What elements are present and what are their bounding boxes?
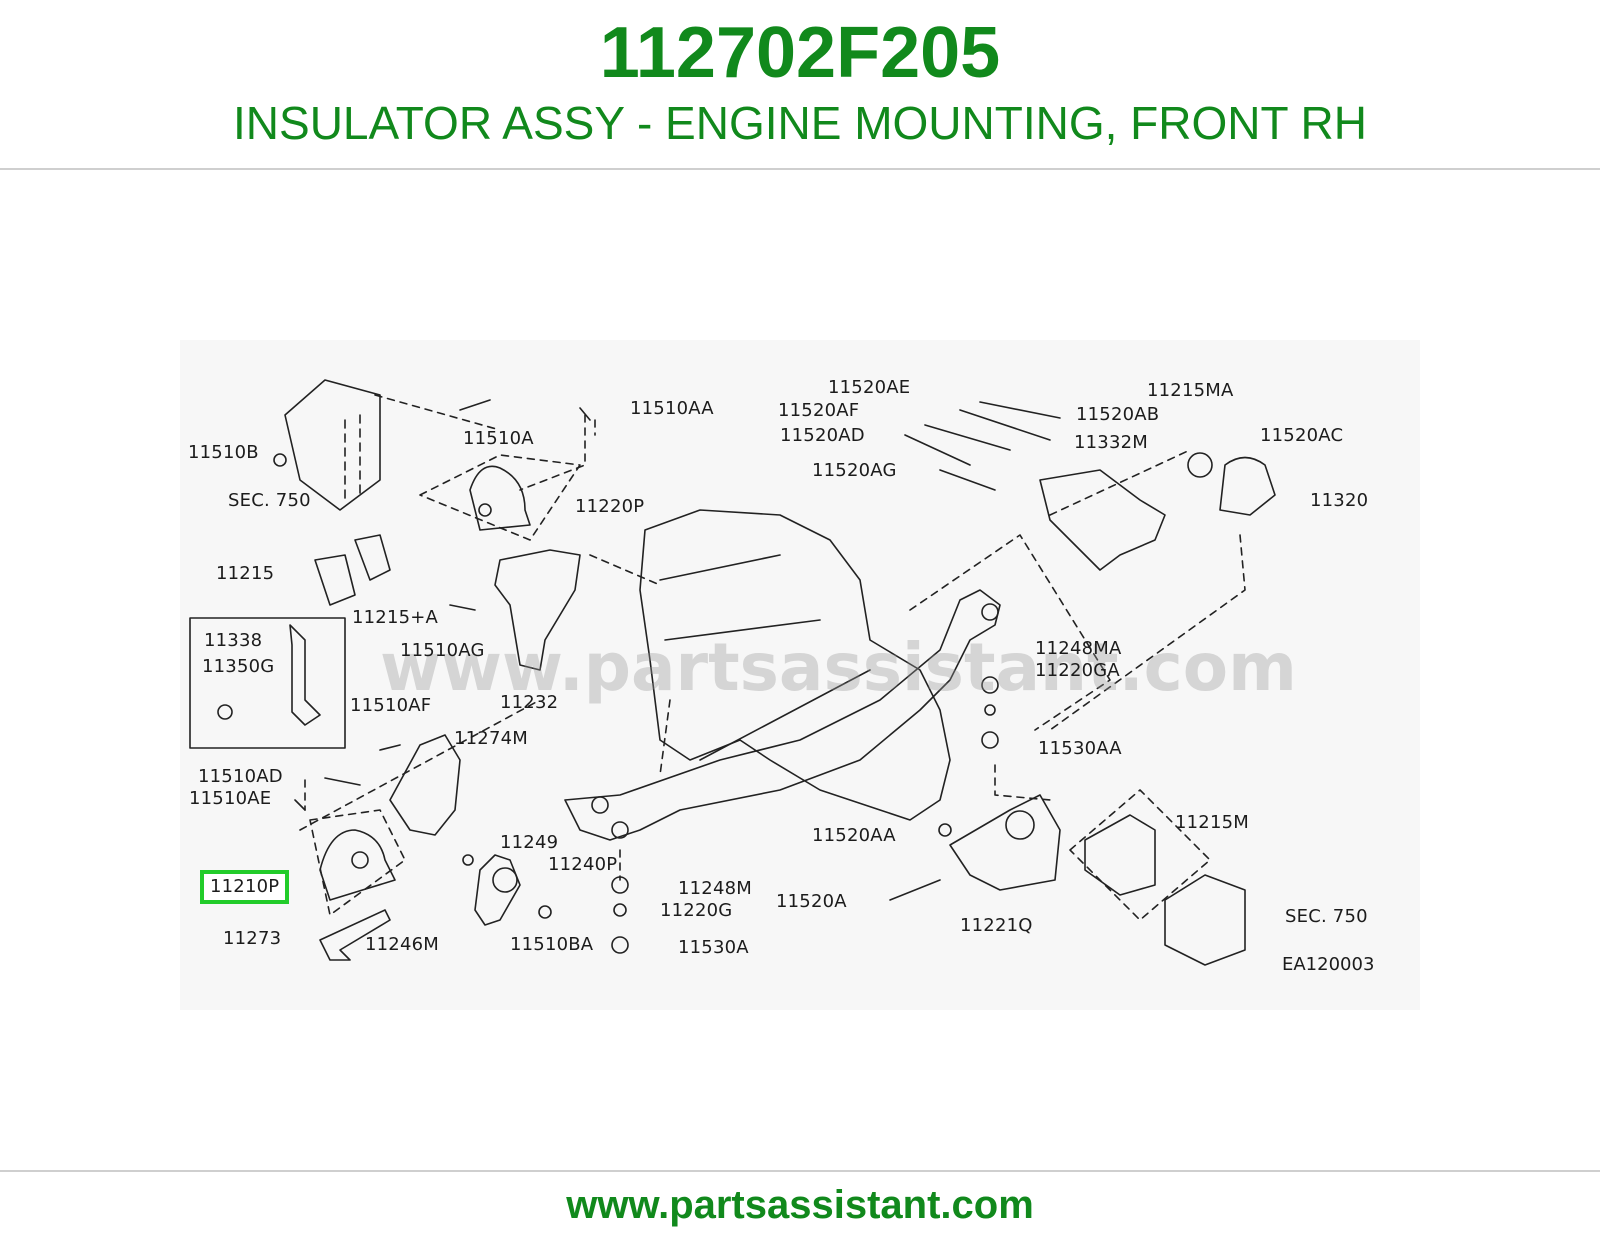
footer-divider (0, 1170, 1600, 1172)
callout-11510ad[interactable]: 11510AD (198, 766, 283, 787)
mount-11210p-shape (319, 829, 396, 901)
callout-11220g[interactable]: 11220G (660, 900, 733, 921)
callout-11273[interactable]: 11273 (223, 928, 282, 949)
callout-11221q[interactable]: 11221Q (960, 915, 1033, 936)
diagram-reference-code: EA120003 (1282, 954, 1375, 975)
callout-11274m[interactable]: 11274M (454, 728, 528, 749)
rod-11246m-shape (474, 854, 521, 926)
bolt-group-rear (904, 401, 1061, 491)
callout-sec750-left[interactable]: SEC. 750 (228, 490, 311, 511)
callout-11510aa[interactable]: 11510AA (630, 398, 714, 419)
callout-11220p[interactable]: 11220P (575, 496, 645, 517)
callout-11210p-selected[interactable]: 11210P (200, 870, 290, 904)
callout-11248m[interactable]: 11248M (678, 878, 752, 899)
callout-11520aa[interactable]: 11520AA (812, 825, 896, 846)
callout-11520a[interactable]: 11520A (776, 891, 847, 912)
mount-11332m-shape (1039, 469, 1166, 571)
watermark: www.partsassistant.com (380, 629, 1297, 706)
callout-11232[interactable]: 11232 (500, 692, 559, 713)
callout-11520ag[interactable]: 11520AG (812, 460, 897, 481)
callout-11215m[interactable]: 11215M (1175, 812, 1249, 833)
callout-11530aa[interactable]: 11530AA (1038, 738, 1122, 759)
callout-sec750-right[interactable]: SEC. 750 (1285, 906, 1368, 927)
callout-11520af[interactable]: 11520AF (778, 400, 860, 421)
callout-11520ab[interactable]: 11520AB (1076, 404, 1160, 425)
page-header: 112702F205 INSULATOR ASSY - ENGINE MOUNT… (0, 0, 1600, 170)
callout-11520ae[interactable]: 11520AE (828, 377, 911, 398)
sec750-block-shape (1164, 874, 1246, 966)
callout-11320[interactable]: 11320 (1310, 490, 1369, 511)
callout-11332m[interactable]: 11332M (1074, 432, 1148, 453)
callout-11520ad[interactable]: 11520AD (780, 425, 865, 446)
mount-11320-shape (1219, 456, 1276, 516)
pad-11215-shape (314, 554, 356, 606)
callout-11510ae[interactable]: 11510AE (189, 788, 272, 809)
bracket-11232-shape (494, 549, 581, 671)
callout-11510a[interactable]: 11510A (463, 428, 534, 449)
callout-11215a[interactable]: 11215+A (352, 607, 439, 628)
callout-11510af[interactable]: 11510AF (350, 695, 432, 716)
bracket-plate-left (284, 379, 381, 511)
callout-11338[interactable]: 11338 (204, 630, 263, 651)
callout-11249[interactable]: 11249 (500, 832, 559, 853)
callout-11510b[interactable]: 11510B (188, 442, 259, 463)
callout-11215[interactable]: 11215 (216, 563, 275, 584)
mount-11221q-shape (949, 794, 1061, 891)
block-11215m-shape (1084, 814, 1156, 896)
part-number-title: 112702F205 (599, 13, 1001, 93)
parts-diagram: www.partsassistant.com 11510AA 11510A 11… (180, 340, 1420, 1010)
mount-11220p-shape (469, 465, 531, 531)
callout-11246m[interactable]: 11246M (365, 934, 439, 955)
footer-website-link[interactable]: www.partsassistant.com (566, 1183, 1034, 1227)
callout-11220ga[interactable]: 11220GA (1035, 660, 1120, 681)
callout-11510ba[interactable]: 11510BA (510, 934, 594, 955)
bracket-11274m-shape (389, 734, 461, 836)
header-divider (0, 168, 1600, 170)
diagram-drawing (189, 379, 1276, 966)
part-description: INSULATOR ASSY - ENGINE MOUNTING, FRONT … (233, 97, 1367, 149)
callout-11240p[interactable]: 11240P (548, 854, 618, 875)
callout-11215ma[interactable]: 11215MA (1147, 380, 1234, 401)
callout-11350g[interactable]: 11350G (202, 656, 275, 677)
callout-11520ac[interactable]: 11520AC (1260, 425, 1344, 446)
callout-11530a[interactable]: 11530A (678, 937, 749, 958)
subframe-member (564, 589, 1001, 841)
inset-box-11338 (189, 617, 346, 749)
callout-11248ma[interactable]: 11248MA (1035, 638, 1122, 659)
callout-11510ag[interactable]: 11510AG (400, 640, 485, 661)
